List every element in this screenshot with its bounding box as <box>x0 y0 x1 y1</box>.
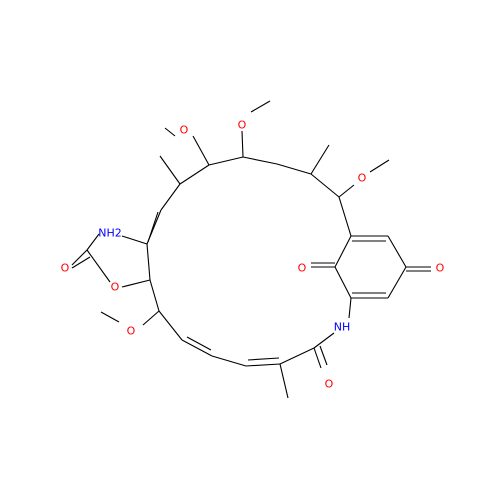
bond-line <box>310 173 340 198</box>
bond-line <box>211 355 247 367</box>
bond-line <box>387 266 407 299</box>
atom-label-o-carbamate-ester: O <box>111 281 120 294</box>
atom-label-o-quinone-right: O <box>436 262 445 275</box>
bond-line <box>86 233 100 251</box>
bond-line <box>245 363 281 367</box>
bond-line <box>147 211 159 243</box>
bond-line <box>247 357 280 361</box>
bond-line <box>71 249 88 266</box>
bond-line <box>334 235 352 268</box>
bond-line <box>149 279 160 312</box>
bond-line <box>142 310 160 326</box>
bond-line <box>181 339 213 357</box>
bond-line <box>208 156 244 166</box>
bond-line <box>313 347 322 369</box>
bond-line <box>241 130 244 158</box>
atom-label-o-carbamate-carbonyl: O <box>61 262 70 275</box>
atom-label-o-methoxy-lower: O <box>127 325 136 338</box>
bond-line <box>369 159 390 173</box>
bond-line <box>250 100 271 113</box>
bond-line <box>121 235 148 245</box>
bond-line <box>121 279 151 288</box>
bond-line <box>310 144 330 175</box>
bond-line <box>276 163 312 175</box>
bond-line <box>348 297 352 319</box>
bond-line <box>159 155 181 185</box>
bond-line <box>279 347 315 365</box>
bond-line <box>158 310 183 341</box>
bond-line <box>387 235 407 268</box>
atom-label-o-amide: O <box>325 378 334 391</box>
atom-labels: O O O NH2 O O O O O NH O <box>61 119 445 391</box>
bond-line <box>192 135 210 166</box>
bond-line <box>179 164 210 185</box>
bond-line <box>160 183 181 211</box>
bond-line <box>242 156 278 165</box>
bond-line <box>319 345 328 366</box>
bond-line <box>338 196 352 237</box>
bond-lines <box>71 100 431 399</box>
bond-line <box>86 249 111 283</box>
atom-label-o-quinone-left: O <box>298 262 307 275</box>
bond-line <box>146 243 151 281</box>
atom-label-o-methoxy-top: O <box>238 119 247 132</box>
bond-line <box>313 332 335 349</box>
bond-line <box>71 256 91 269</box>
bond-line <box>100 311 120 323</box>
atom-label-nh-amide: NH <box>334 321 351 334</box>
atom-label-o-methoxy-top-left: O <box>180 124 189 137</box>
atom-label-nh2-carbamate: NH2 <box>98 227 122 240</box>
bond-line <box>279 363 289 399</box>
bond-line <box>186 336 212 351</box>
atom-label-o-methoxy-right: O <box>358 172 367 185</box>
bond-line <box>338 184 355 198</box>
bond-line <box>334 266 352 299</box>
bond-line <box>164 127 176 137</box>
